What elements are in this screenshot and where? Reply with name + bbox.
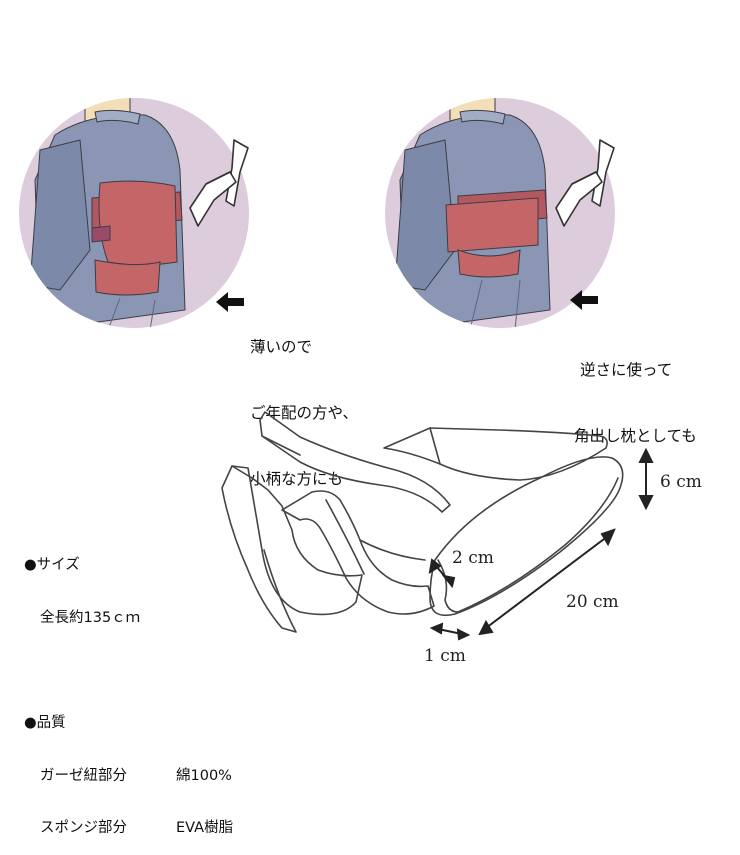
pillow-body — [429, 456, 624, 617]
illustration-worn-reversed — [385, 98, 615, 328]
top-strap — [259, 411, 451, 513]
illustration-worn-normal — [19, 98, 249, 328]
caption-left-line3: 小柄な方にも — [250, 470, 344, 488]
quality-heading: ●品質 — [24, 715, 66, 731]
caption-left-line2: ご年配の方や、 — [250, 404, 359, 422]
obi-makura-icon — [189, 139, 249, 227]
sponge-material: EVA樹脂 — [176, 820, 234, 836]
caption-right-line1: 逆さに使って — [580, 361, 673, 379]
sponge-part-label: スポンジ部分 — [40, 820, 127, 836]
left-arrow-icon — [216, 292, 244, 312]
gauze-material: 綿100% — [176, 767, 232, 784]
dimension-length-label: 20 cm — [566, 592, 619, 612]
kimono-figure-back-view — [394, 98, 551, 328]
caption-right: 逆さに使って 角出し枕としても — [574, 315, 697, 469]
upper-right-strap — [383, 427, 608, 481]
size-value: 全長約135ｃｍ — [40, 609, 141, 626]
obi-makura-icon-reversed — [555, 139, 615, 227]
size-heading: ●サイズ — [24, 557, 80, 573]
product-line-drawing — [221, 411, 654, 641]
dimension-thickness-label: 2 cm — [452, 548, 494, 568]
dimension-height-label: 6 cm — [660, 472, 702, 492]
caption-right-line2: 角出し枕としても — [574, 427, 697, 445]
kimono-figure-back-view — [29, 98, 186, 328]
caption-left-line1: 薄いので — [250, 338, 313, 356]
left-strap — [231, 465, 363, 616]
gauze-part-label: ガーゼ紐部分 — [40, 767, 127, 784]
lower-strap — [281, 490, 435, 615]
left-arrow-icon — [570, 290, 598, 310]
dimension-strap-label: 1 cm — [424, 646, 466, 666]
caption-left: 薄いので ご年配の方や、 小柄な方にも — [250, 292, 358, 512]
dimension-arrows — [428, 447, 654, 641]
